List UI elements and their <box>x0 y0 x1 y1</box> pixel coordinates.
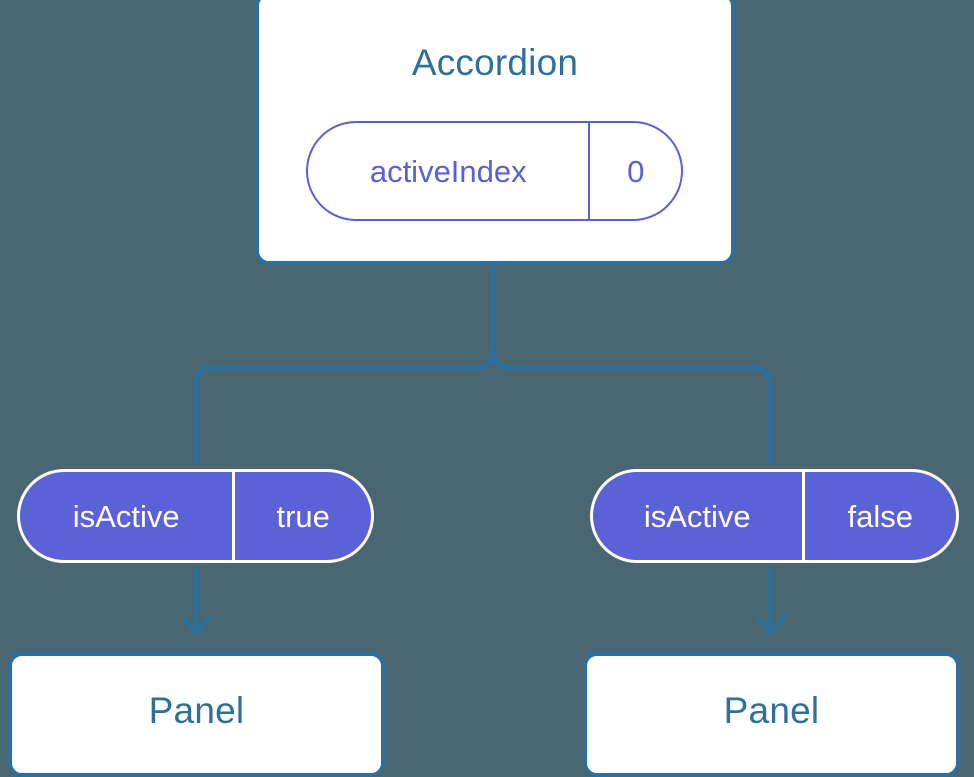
prop-pill-key: isActive <box>643 498 751 534</box>
component-card-panel-right[interactable]: Panel <box>583 652 960 777</box>
arrow-head-down-icon-left <box>180 615 212 636</box>
prop-pill-value: true <box>232 472 371 560</box>
state-pill-value: 0 <box>588 123 681 219</box>
connector-branch-left <box>193 262 496 465</box>
arrow-head-down-icon-right <box>754 615 786 636</box>
prop-pill-is-active-false[interactable]: isActive false <box>590 469 959 563</box>
state-pill-key: activeIndex <box>369 153 527 189</box>
component-title-panel-left: Panel <box>148 690 245 731</box>
component-title-panel-right: Panel <box>723 690 820 731</box>
connector-branch-right <box>490 262 773 465</box>
prop-pill-value: false <box>801 472 956 560</box>
prop-pill-is-active-true[interactable]: isActive true <box>17 469 374 563</box>
component-title-accordion: Accordion <box>411 42 579 83</box>
component-card-panel-left[interactable]: Panel <box>8 652 385 777</box>
state-pill-active-index[interactable]: activeIndex 0 <box>306 121 683 221</box>
prop-pill-key: isActive <box>72 498 180 534</box>
